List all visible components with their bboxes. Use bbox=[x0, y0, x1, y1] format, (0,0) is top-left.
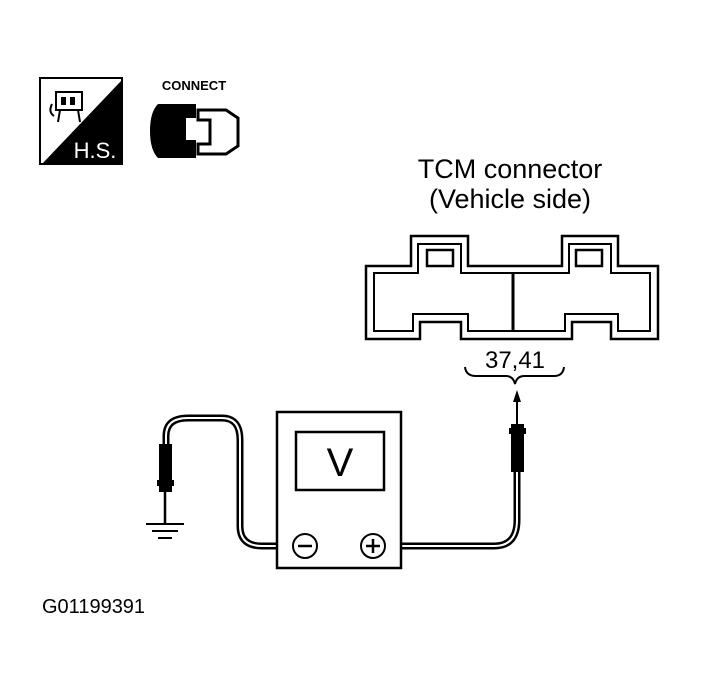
harness-sensor-icon bbox=[49, 91, 83, 123]
negative-terminal-icon bbox=[292, 533, 318, 559]
positive-probe bbox=[509, 390, 526, 472]
terminal-label: 37,41 bbox=[485, 347, 545, 374]
negative-lead-wire bbox=[162, 414, 293, 550]
positive-lead-wire bbox=[389, 472, 521, 550]
hs-badge-label: H.S. bbox=[74, 138, 117, 163]
tcm-connector bbox=[364, 234, 660, 341]
terminal-brace bbox=[464, 366, 565, 385]
figure-id: G01199391 bbox=[42, 596, 145, 618]
connect-badge-label: CONNECT bbox=[162, 78, 226, 93]
positive-terminal-icon bbox=[360, 533, 386, 559]
voltmeter: V bbox=[275, 410, 403, 570]
connector-plug-icon bbox=[150, 104, 240, 158]
meter-display bbox=[294, 430, 386, 492]
connect-badge-icon: CONNECT bbox=[150, 78, 240, 158]
connector-subtitle: (Vehicle side) bbox=[429, 184, 591, 214]
meter-display-label: V bbox=[327, 441, 354, 485]
connector-title: TCM connector bbox=[418, 154, 603, 184]
negative-probe bbox=[157, 444, 174, 524]
ground-icon bbox=[146, 523, 184, 539]
hs-badge-icon: H.S. bbox=[39, 77, 123, 165]
